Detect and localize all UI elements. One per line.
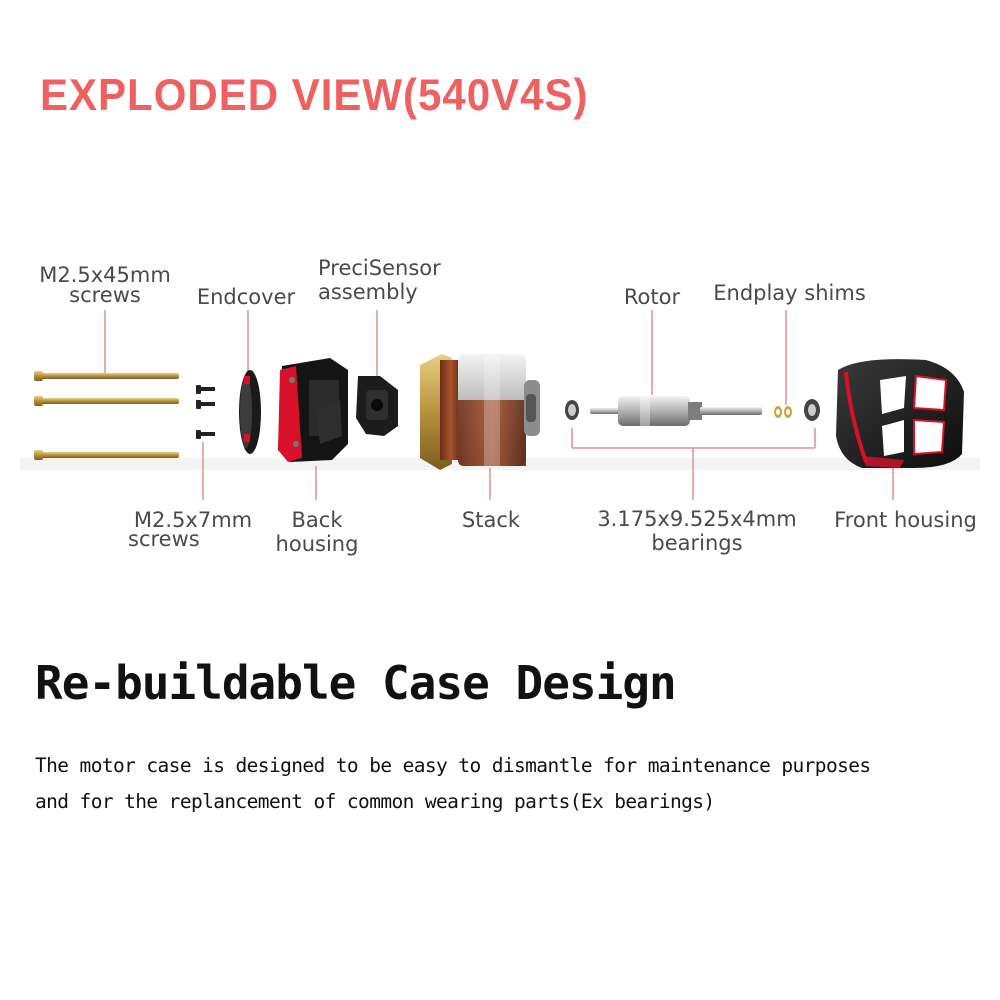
label-short-screws-line2: screws: [128, 527, 200, 551]
label-long-screws-line1: M2.5x45mm: [39, 263, 171, 287]
label-back-housing: Back housing: [262, 508, 372, 556]
exploded-view-diagram: M2.5x45mm screws Endcover PreciSensor as…: [0, 230, 1000, 570]
label-bearings-line1: 3.175x9.525x4mm: [597, 507, 797, 531]
label-bearings: 3.175x9.525x4mm bearings: [592, 507, 802, 555]
exploded-view-illustration: [20, 310, 980, 500]
label-stack-text: Stack: [461, 508, 521, 532]
label-front-housing: Front housing: [828, 508, 983, 532]
label-stack: Stack: [446, 508, 536, 532]
front-housing: [836, 359, 964, 468]
page-title: EXPLODED VIEW(540V4S): [40, 70, 589, 120]
label-short-screws: M2.5x7mm screws: [128, 508, 258, 551]
leader-lines: [104, 310, 894, 500]
label-long-screws: M2.5x45mm screws: [30, 263, 180, 307]
rotor: [590, 396, 762, 426]
description-line-2: and for the replancement of common weari…: [35, 790, 715, 813]
label-back-housing-line2: housing: [275, 532, 359, 556]
label-endcover: Endcover: [188, 285, 304, 309]
short-screws: [196, 385, 215, 439]
label-precisensor-line2: assembly: [318, 280, 418, 304]
label-precisensor-line1: PreciSensor: [318, 256, 441, 280]
section-heading: Re-buildable Case Design: [35, 656, 677, 710]
bearing-right: [804, 399, 820, 421]
endplay-shims: [774, 406, 792, 418]
label-endcover-text: Endcover: [196, 285, 296, 309]
back-housing: [278, 358, 348, 462]
label-bearings-line2: bearings: [651, 531, 743, 555]
description-line-1: The motor case is designed to be easy to…: [35, 754, 871, 777]
precisensor-assembly: [356, 376, 398, 436]
label-back-housing-line1: Back: [291, 508, 343, 532]
label-precisensor: PreciSensor assembly: [318, 256, 458, 304]
label-rotor: Rotor: [607, 285, 697, 309]
label-long-screws-line2: screws: [69, 283, 141, 307]
endcover: [239, 370, 261, 454]
bearing-left: [565, 400, 579, 420]
stack: [420, 354, 540, 470]
label-front-housing-text: Front housing: [834, 508, 977, 532]
label-endplay-shims: Endplay shims: [707, 281, 872, 305]
long-screws: [34, 371, 179, 460]
label-short-screws-line1: M2.5x7mm: [133, 508, 253, 532]
section-description: The motor case is designed to be easy to…: [35, 748, 965, 820]
label-endplay-shims-text: Endplay shims: [713, 281, 866, 305]
label-rotor-text: Rotor: [623, 285, 681, 309]
